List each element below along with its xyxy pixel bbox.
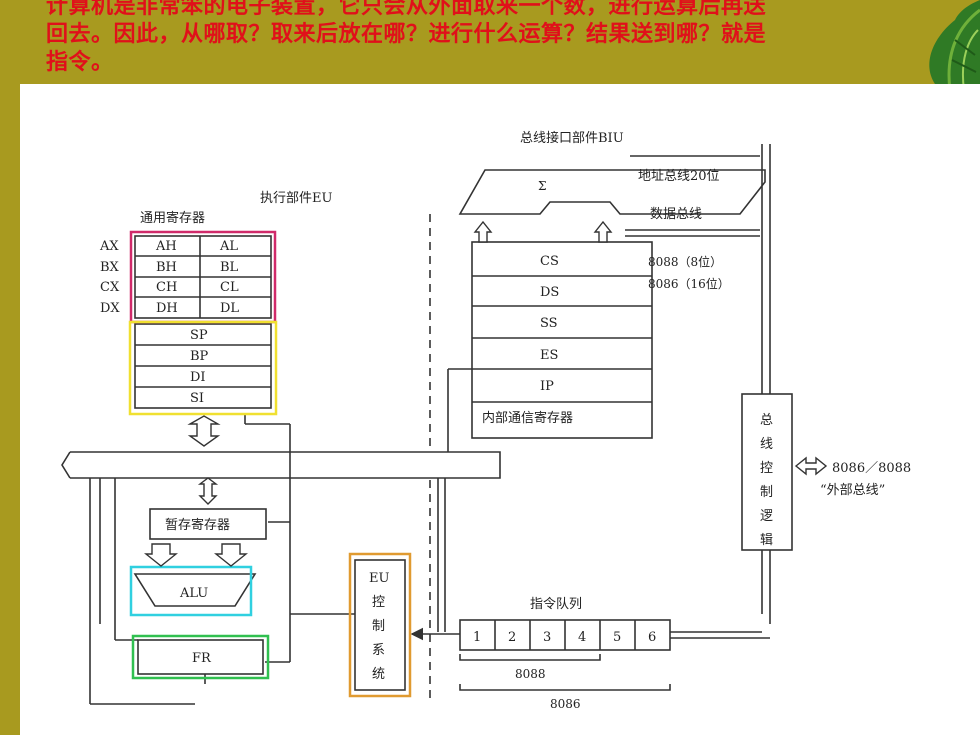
pointer-regs-highlight: [128, 320, 278, 416]
reg-al: AL: [219, 239, 238, 254]
queue-cell-3: 3: [543, 630, 551, 645]
reg-sp: SP: [190, 328, 208, 343]
bus-note-8086: 8086（16位）: [648, 276, 730, 291]
reg-bh: BH: [156, 260, 177, 275]
reg-name-dx: DX: [100, 301, 120, 316]
leaf-decoration: [929, 0, 980, 90]
eu-control-highlight: [348, 552, 412, 698]
bus-ctrl-char-2: 控: [760, 461, 773, 476]
queue-title: 指令队列: [530, 597, 582, 612]
eu-ctrl-char-3: 系: [372, 643, 385, 658]
queue-cell-2: 2: [508, 630, 516, 645]
reg-ip: IP: [540, 379, 554, 394]
reg-es: ES: [540, 348, 558, 363]
alu-label: ALU: [179, 586, 208, 601]
cpu-architecture-diagram: 总线接口部件BIU 执行部件EU 通用寄存器 Σ 地址总线20位 数据总线 80…: [61, 130, 911, 711]
double-arrow-icon: [187, 415, 221, 447]
sigma-label: Σ: [538, 179, 546, 193]
alu-highlight: [129, 565, 253, 617]
reg-ds: DS: [540, 285, 559, 300]
up-arrow-icon: [593, 220, 613, 243]
bus-ctrl-char-1: 线: [760, 437, 773, 452]
bus-note-8088: 8088（8位）: [648, 254, 722, 269]
reg-name-ax: AX: [99, 239, 119, 254]
eu-ctrl-char-1: 控: [372, 595, 385, 610]
biu-title: 总线接口部件BIU: [520, 130, 624, 146]
temp-register-label: 暂存寄存器: [165, 517, 230, 533]
external-bus-label-1: 8086／8088: [832, 461, 911, 476]
queue-cell-5: 5: [613, 630, 621, 645]
reg-cl: CL: [220, 280, 239, 295]
eu-ctrl-char-0: EU: [369, 571, 389, 586]
reg-bl: BL: [220, 260, 239, 275]
reg-ch: CH: [156, 280, 177, 295]
queue-cell-6: 6: [648, 630, 656, 645]
internal-comm-label: 内部通信寄存器: [482, 410, 573, 426]
queue-8086-label: 8086: [550, 697, 581, 711]
up-arrow-icon: [473, 220, 493, 243]
reg-dh: DH: [156, 301, 178, 316]
fr-highlight: [131, 634, 270, 680]
address-bus-label: 地址总线20位: [638, 169, 720, 184]
reg-name-cx: CX: [100, 280, 120, 295]
queue-cell-4: 4: [578, 630, 586, 645]
header-text: 计算机是非常笨的电子装置，它只会从外面取来一个数，进行运算后再送 回去。因此，从…: [46, 0, 926, 76]
external-bus-label-2: “外部总线”: [820, 483, 885, 498]
reg-bp: BP: [190, 349, 209, 364]
header-line-2: 回去。因此，从哪取？取来后放在哪？进行什么运算？结果送到哪？就是: [46, 21, 767, 47]
reg-si: SI: [190, 391, 204, 406]
reg-dl: DL: [220, 301, 239, 316]
eu-ctrl-char-4: 统: [372, 667, 385, 682]
reg-ah: AH: [155, 239, 177, 254]
bus-ctrl-char-5: 辑: [760, 533, 773, 548]
reg-cs: CS: [540, 254, 559, 269]
bus-ctrl-char-0: 总: [760, 413, 773, 428]
data-bus-label: 数据总线: [650, 207, 702, 222]
queue-cell-1: 1: [473, 630, 481, 645]
left-bar: [0, 84, 20, 735]
gp-regs-title: 通用寄存器: [140, 210, 205, 226]
diagram-panel: 总线接口部件BIU 执行部件EU 通用寄存器 Σ 地址总线20位 数据总线 80…: [20, 84, 980, 735]
header-line-3: 指令。: [46, 49, 114, 75]
fr-label: FR: [192, 651, 212, 666]
eu-title: 执行部件EU: [260, 191, 332, 206]
down-arrow-icon: [144, 543, 178, 567]
reg-ss: SS: [540, 316, 558, 331]
reg-di: DI: [190, 370, 206, 385]
down-arrow-icon: [214, 543, 248, 567]
bus-ctrl-char-4: 逻: [760, 509, 773, 524]
queue-8088-label: 8088: [515, 667, 546, 681]
double-arrow-icon: [197, 477, 219, 505]
eu-ctrl-char-2: 制: [372, 619, 385, 634]
header-line-1: 计算机是非常笨的电子装置，它只会从外面取来一个数，进行运算后再送: [46, 0, 767, 19]
reg-name-bx: BX: [100, 260, 120, 275]
bus-ctrl-char-3: 制: [760, 485, 773, 500]
horizontal-double-arrow-icon: [794, 456, 828, 476]
